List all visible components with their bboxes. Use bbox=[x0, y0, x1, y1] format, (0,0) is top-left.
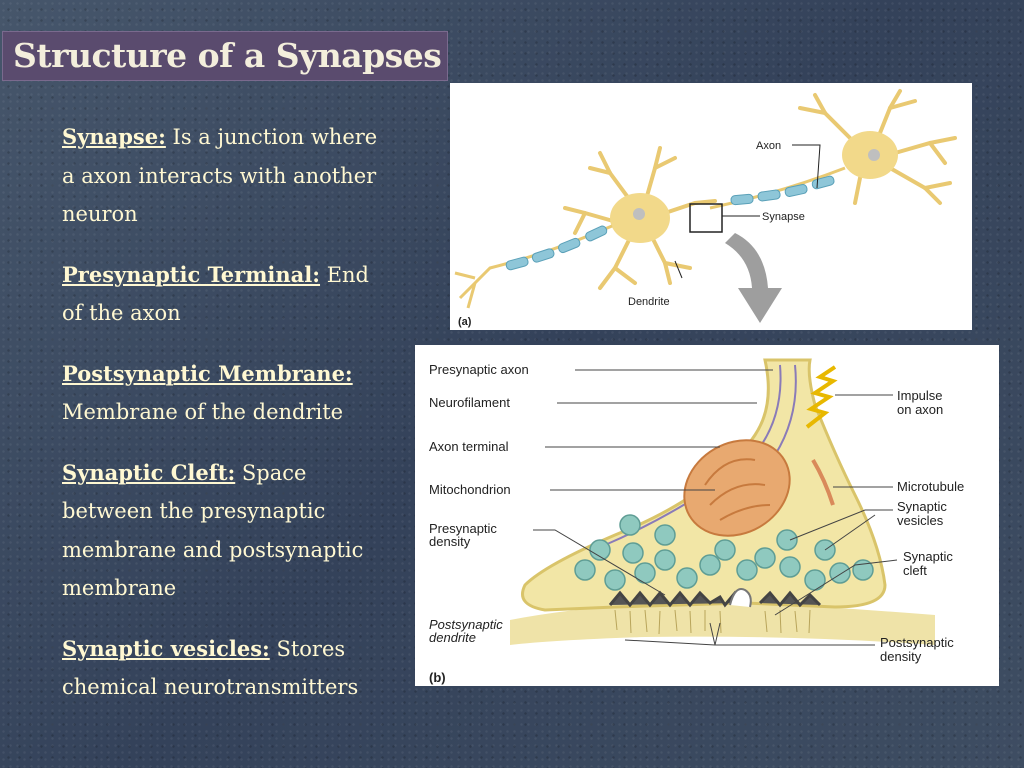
presynaptic-density bbox=[608, 590, 822, 608]
slide-title: Structure of a Synapses bbox=[13, 36, 442, 75]
definition-synaptic-vesicles: Synaptic vesicles: Stores chemical neuro… bbox=[62, 630, 392, 707]
right-neuron-dendrites bbox=[798, 89, 957, 205]
label-impulse-1: Impulse bbox=[897, 388, 943, 403]
label-synaptic-vesicles-2: vesicles bbox=[897, 513, 944, 528]
label-neurofilament: Neurofilament bbox=[429, 395, 510, 410]
label-synaptic-cleft-1: Synaptic bbox=[903, 549, 953, 564]
label-synaptic-cleft-2: cleft bbox=[903, 563, 927, 578]
definition-postsynaptic-membrane: Postsynaptic Membrane: Membrane of the d… bbox=[62, 355, 392, 432]
definition-term: Postsynaptic Membrane: bbox=[62, 360, 353, 386]
label-impulse-2: on axon bbox=[897, 402, 943, 417]
impulse-zigzag bbox=[805, 365, 838, 429]
label-axon: Axon bbox=[756, 140, 781, 152]
label-postsynaptic-density-1: Postsynaptic bbox=[880, 635, 954, 650]
definition-text: Space between the presynaptic membrane a… bbox=[62, 460, 364, 601]
synapse-highlight-box bbox=[689, 203, 723, 233]
title-bar: Structure of a Synapses bbox=[2, 31, 448, 81]
definition-term: Presynaptic Terminal: bbox=[62, 261, 321, 287]
left-neuron-dendrites bbox=[563, 146, 717, 290]
definition-text: End of the axon bbox=[62, 262, 370, 326]
definition-term: Synapse: bbox=[62, 124, 166, 149]
figure-neurons: Axon Synapse Dendrite (a) bbox=[450, 83, 972, 330]
left-neuron-nucleus bbox=[633, 208, 645, 220]
zoom-arrow bbox=[725, 233, 782, 323]
postsynaptic-dendrite-shape bbox=[510, 602, 935, 645]
definition-term: Synaptic vesicles: bbox=[62, 635, 270, 661]
label-dendrite: Dendrite bbox=[628, 296, 670, 308]
label-mitochondrion: Mitochondrion bbox=[429, 482, 511, 497]
label-postsynaptic-density-2: density bbox=[880, 649, 922, 664]
microtubule-shape bbox=[811, 458, 835, 506]
label-postsynaptic-dendrite-1: Postsynaptic bbox=[429, 617, 503, 632]
label-synaptic-vesicles-1: Synaptic bbox=[897, 499, 947, 514]
label-presynaptic-axon: Presynaptic axon bbox=[429, 362, 529, 377]
postsynaptic-density-strands bbox=[614, 609, 811, 635]
definition-text: Membrane of the dendrite bbox=[62, 400, 344, 424]
definitions-list: Synapse: Is a junction where a axon inte… bbox=[62, 118, 392, 729]
label-presynaptic-density-2: density bbox=[429, 534, 471, 549]
definition-synaptic-cleft: Synaptic Cleft: Space between the presyn… bbox=[62, 454, 392, 608]
right-axon bbox=[709, 166, 846, 210]
right-neuron-nucleus bbox=[868, 149, 880, 161]
label-microtubule: Microtubule bbox=[897, 479, 964, 494]
leader-lines bbox=[533, 369, 898, 646]
label-synapse: Synapse bbox=[762, 211, 805, 223]
neurons-illustration: Axon Synapse Dendrite (a) bbox=[454, 89, 957, 328]
label-postsynaptic-dendrite-2: dendrite bbox=[429, 630, 476, 645]
definition-text: Stores chemical neurotransmitters bbox=[62, 636, 359, 700]
synapse-detail-illustration: Presynaptic axon Neurofilament Axon term… bbox=[429, 358, 964, 685]
panel-label-b: (b) bbox=[429, 670, 446, 685]
left-axon bbox=[454, 224, 613, 309]
definition-term: Synaptic Cleft: bbox=[62, 459, 236, 485]
definition-presynaptic-terminal: Presynaptic Terminal: End of the axon bbox=[62, 256, 392, 333]
definition-text: Is a junction where a axon interacts wit… bbox=[62, 125, 378, 226]
panel-label-a: (a) bbox=[458, 316, 472, 328]
label-presynaptic-density-1: Presynaptic bbox=[429, 521, 497, 536]
definition-synapse: Synapse: Is a junction where a axon inte… bbox=[62, 118, 392, 234]
figure-synapse-detail: Presynaptic axon Neurofilament Axon term… bbox=[415, 345, 999, 686]
synaptic-cleft-shape bbox=[729, 588, 752, 608]
label-axon-terminal: Axon terminal bbox=[429, 439, 509, 454]
